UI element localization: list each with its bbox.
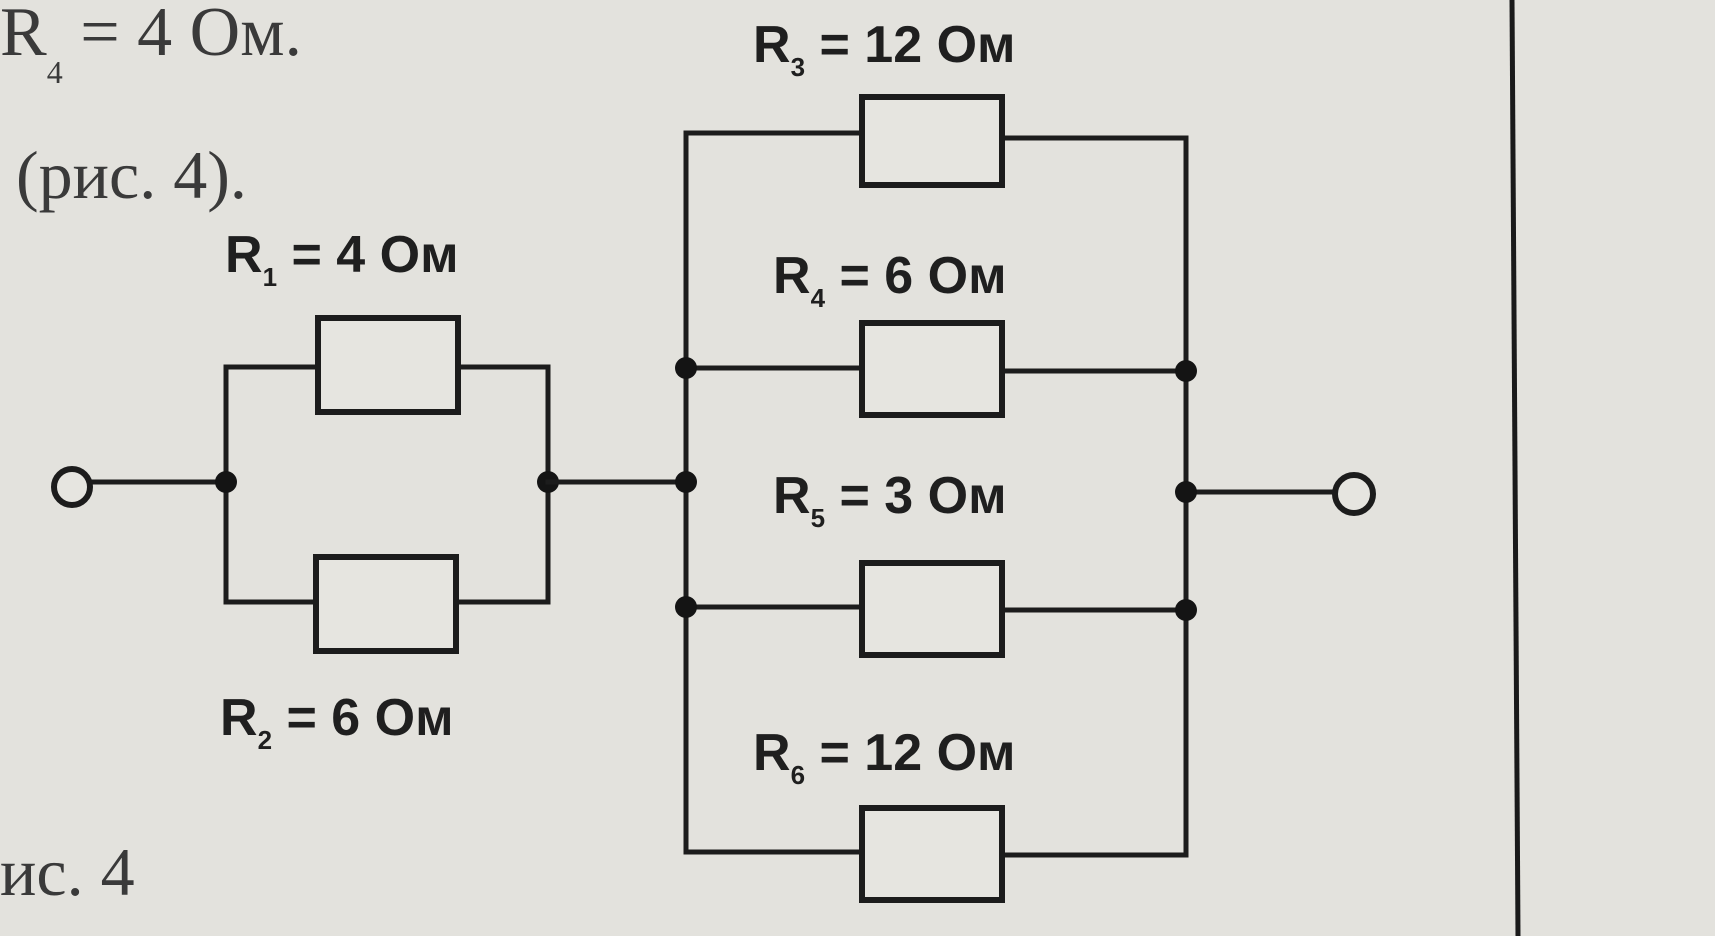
node-a xyxy=(215,471,237,493)
figure-caption: ис. 4 xyxy=(0,834,135,910)
resistor-r3 xyxy=(859,94,1005,188)
right-parallel-group xyxy=(675,94,1376,903)
label-r5: R5 = 3 Ом xyxy=(773,467,1007,533)
label-r6: R6 = 12 Ом xyxy=(753,724,1016,790)
resistor-r6 xyxy=(859,805,1005,903)
label-r1: R1 = 4 Ом xyxy=(225,226,459,292)
node-h xyxy=(1175,599,1197,621)
output-terminal xyxy=(1332,472,1376,516)
node-d xyxy=(675,471,697,493)
node-g xyxy=(1175,481,1197,503)
label-r2: R2 = 6 Ом xyxy=(220,689,454,755)
resistor-r4 xyxy=(859,320,1005,418)
page-frame-line xyxy=(1509,0,1521,936)
label-r3: R3 = 12 Ом xyxy=(753,16,1016,82)
resistor-r5 xyxy=(859,560,1005,658)
label-r4: R4 = 6 Ом xyxy=(773,247,1007,313)
node-f xyxy=(1175,360,1197,382)
resistor-r1 xyxy=(315,315,461,415)
resistor-r2 xyxy=(313,554,459,654)
node-e xyxy=(675,596,697,618)
top-line-text: R4 = 4 Ом. xyxy=(0,0,302,90)
left-parallel-group xyxy=(51,315,559,654)
input-terminal xyxy=(51,466,93,508)
node-c xyxy=(675,357,697,379)
figure-reference: (рис. 4). xyxy=(16,137,247,213)
